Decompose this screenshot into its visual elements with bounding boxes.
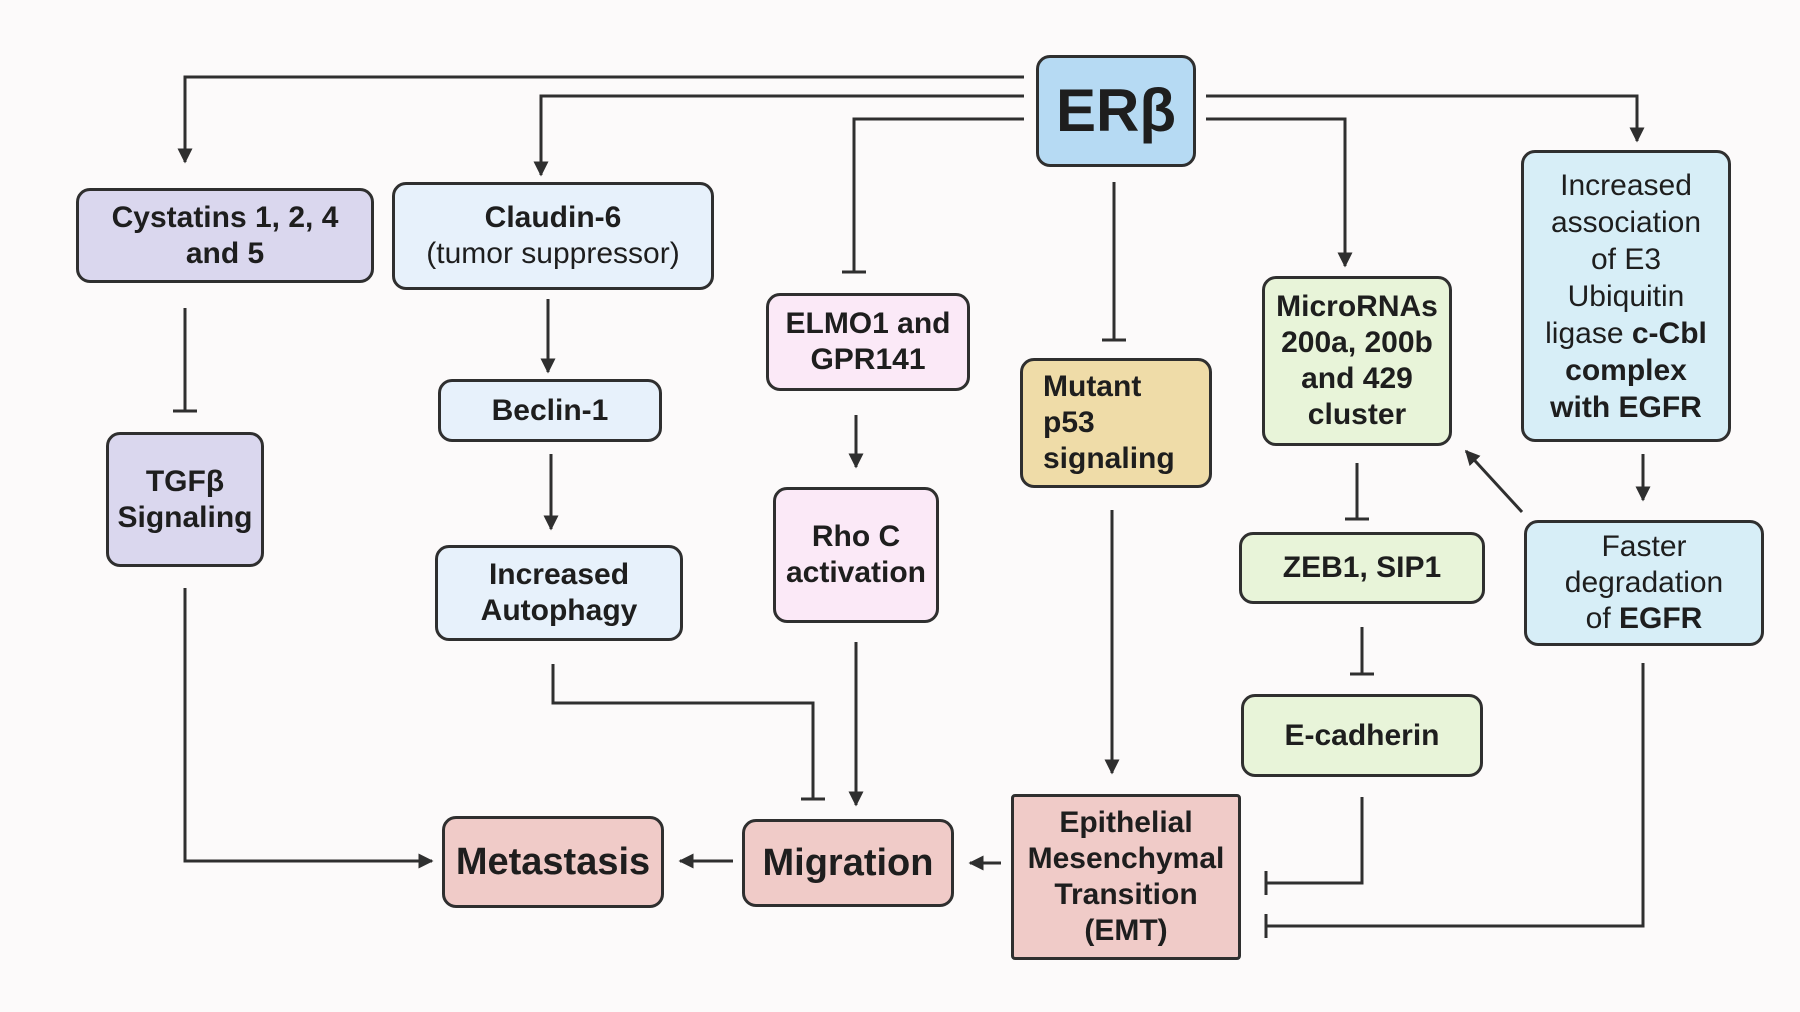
node-emt-line-3: Transition: [1054, 878, 1198, 911]
node-tgfb: TGFβ Signaling: [106, 432, 264, 567]
node-egfr-deg-line-2: degradation: [1564, 566, 1724, 599]
node-cystatins-line-2: and 5: [185, 236, 265, 270]
node-ecadherin: E-cadherin: [1241, 694, 1483, 777]
node-claudin: Claudin-6 (tumor suppressor): [392, 182, 714, 290]
node-beclin-label: Beclin-1: [491, 393, 609, 427]
node-rhoc-line-1: Rho C: [811, 520, 901, 553]
node-migration: Migration: [742, 819, 954, 907]
node-zeb: ZEB1, SIP1: [1239, 532, 1485, 604]
node-cbl-line-1: Increased: [1560, 168, 1692, 202]
node-autophagy: Increased Autophagy: [435, 545, 683, 641]
node-erb-label: ERβ: [1056, 77, 1176, 144]
node-emt-line-1: Epithelial: [1059, 806, 1193, 839]
node-zeb-label: ZEB1, SIP1: [1282, 551, 1442, 584]
node-claudin-line-2: (tumor suppressor): [426, 237, 680, 270]
node-p53: Mutant p53 signaling: [1020, 358, 1212, 488]
edge-ecadherin-inhibits-emt: [1266, 797, 1364, 885]
edge-tgfb-to-metastasis: [183, 588, 434, 869]
node-rhoc: Rho C activation: [773, 487, 939, 623]
node-egfr-deg: Faster degradation of EGFR: [1524, 520, 1764, 646]
edge-egfr-deg-inhibits-emt: [1266, 663, 1645, 928]
node-cbl: Increased association of E3 Ubiquitin li…: [1521, 150, 1731, 442]
node-metastasis: Metastasis: [442, 816, 664, 908]
node-cbl-line-2: association: [1550, 205, 1702, 239]
edge-egfr-deg-to-microrna: [1464, 449, 1524, 514]
node-emt-line-4: (EMT): [1084, 914, 1168, 947]
node-migration-label: Migration: [762, 842, 934, 884]
node-elmo: ELMO1 and GPR141: [766, 293, 970, 391]
node-p53-line-1: Mutant: [1043, 370, 1142, 403]
node-p53-line-2: p53: [1043, 406, 1095, 439]
node-cbl-line-5: ligase c-Cbl: [1545, 315, 1707, 352]
node-autophagy-line-1: Increased: [488, 558, 630, 591]
node-elmo-line-1: ELMO1 and: [785, 307, 951, 340]
node-p53-line-3: signaling: [1043, 442, 1175, 475]
node-cbl-ccbl: c-Cbl: [1631, 316, 1707, 350]
node-microrna: MicroRNAs 200a, 200b and 429 cluster: [1262, 276, 1452, 446]
node-elmo-line-2: GPR141: [810, 343, 926, 376]
edge-autophagy-inhibits-migration: [551, 664, 815, 799]
node-cbl-line-6: complex: [1565, 353, 1687, 387]
node-autophagy-line-2: Autophagy: [480, 594, 638, 627]
node-cbl-line-4: Ubiquitin: [1567, 279, 1685, 313]
node-microrna-line-4: cluster: [1307, 398, 1407, 431]
node-emt-line-2: Mesenchymal: [1027, 842, 1225, 875]
node-cbl-line-7: with EGFR: [1550, 390, 1702, 424]
node-tgfb-line-2: Signaling: [117, 500, 253, 534]
edge-erb-to-microrna: [1206, 117, 1353, 268]
node-microrna-line-3: and 429: [1301, 362, 1413, 395]
node-erb: ERβ: [1036, 55, 1196, 167]
edge-erb-to-cbl: [1206, 94, 1645, 143]
edge-erb-to-cystatins: [177, 75, 1024, 164]
node-rhoc-line-2: activation: [785, 556, 927, 589]
node-cbl-line-3: of E3: [1590, 242, 1662, 276]
node-cbl-ligase: ligase: [1545, 316, 1624, 350]
node-claudin-line-1: Claudin-6: [484, 201, 622, 234]
node-egfr-deg-of: of: [1585, 602, 1611, 635]
node-microrna-line-1: MicroRNAs: [1276, 290, 1438, 323]
node-cystatins: Cystatins 1, 2, 4 and 5: [76, 188, 374, 283]
node-tgfb-line-1: TGFβ: [145, 464, 225, 498]
node-egfr-deg-line-1: Faster: [1601, 530, 1687, 563]
node-emt: Epithelial Mesenchymal Transition (EMT): [1011, 794, 1241, 960]
node-microrna-line-2: 200a, 200b: [1281, 326, 1433, 359]
node-ecadherin-label: E-cadherin: [1284, 718, 1440, 752]
node-egfr-deg-line-3: of EGFR: [1586, 601, 1703, 637]
node-beclin: Beclin-1: [438, 379, 662, 442]
edge-erb-to-claudin: [533, 94, 1024, 177]
node-egfr-deg-egfr: EGFR: [1619, 602, 1703, 635]
edge-erb-inhibits-elmo: [852, 117, 1024, 272]
node-cystatins-line-1: Cystatins 1, 2, 4: [111, 200, 339, 234]
node-metastasis-label: Metastasis: [455, 841, 651, 883]
